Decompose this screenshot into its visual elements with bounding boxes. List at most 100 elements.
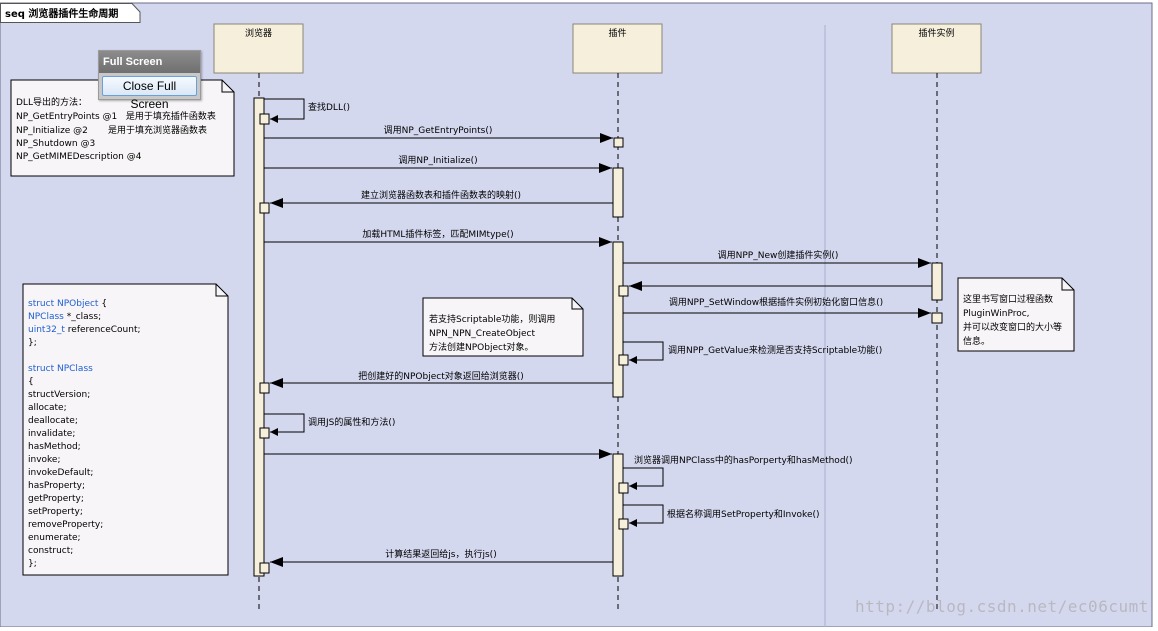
note-scriptable-line-1: NPN_NPN_CreateObject: [429, 329, 535, 339]
code-line: struct NPObject {: [28, 299, 107, 309]
activation-plugin-4a: [618, 482, 629, 494]
message-label-4: 加载HTML插件标签，匹配MIMtype(): [362, 228, 513, 240]
code-line: deallocate;: [28, 416, 78, 426]
message-arrow-13[interactable]: [623, 504, 664, 524]
note-code-shape[interactable]: [22, 283, 229, 576]
message-arrowhead-6: [629, 281, 642, 291]
message-arrowhead-5: [918, 258, 931, 268]
note-dll-line-0: DLL导出的方法：: [16, 96, 87, 108]
note-window-fold: [1061, 278, 1074, 291]
code-line: enumerate;: [28, 533, 81, 543]
note-scriptable-fold: [571, 298, 583, 310]
message-arrowhead-3: [270, 198, 283, 208]
activation-browser-ret-2: [259, 382, 270, 394]
activation-instance-1: [931, 262, 943, 301]
message-label-2: 调用NP_Initialize(): [398, 155, 477, 166]
code-line: hasProperty;: [28, 481, 85, 491]
activation-plugin-4b: [618, 518, 629, 530]
message-label-0: 查找DLL(): [308, 101, 350, 113]
activation-plugin-3b: [618, 354, 629, 366]
message-label-3: 建立浏览器函数表和插件函数表的映射(): [361, 189, 521, 201]
message-label-8: 调用NPP_GetValue来检测是否支持Scriptable功能(): [668, 344, 882, 356]
activation-browser-main: [253, 97, 265, 577]
note-scriptable-shape[interactable]: [422, 297, 584, 357]
message-arrowhead-11: [599, 449, 612, 459]
code-line: };: [28, 559, 37, 569]
message-arrowhead-8: [629, 356, 637, 364]
lifeline-head-plugin[interactable]: [572, 23, 663, 74]
note-code-fold: [215, 284, 228, 297]
message-label-9: 把创建好的NPObject对象返回给浏览器(): [358, 370, 524, 382]
activation-plugin-1: [613, 137, 624, 148]
fullscreen-popup-title: Full Screen: [99, 51, 200, 73]
code-line: construct;: [28, 546, 73, 556]
message-label-1: 调用NP_GetEntryPoints(): [384, 125, 493, 136]
note-dll[interactable]: DLL导出的方法： NP_GetEntryPoints @1 是用于填充插件函数…: [10, 79, 235, 177]
activation-plugin-2: [612, 167, 624, 218]
note-scriptable-line-2: 方法创建NPObject对象。: [429, 341, 533, 353]
note-window-line-3: 信息。: [963, 335, 990, 347]
close-fullscreen-button[interactable]: Close Full Screen: [102, 76, 197, 111]
lifeline-label-plugin: 插件: [608, 27, 626, 39]
lifeline-plugin[interactable]: 插件: [572, 23, 663, 610]
code-line: struct NPClass: [28, 364, 93, 374]
note-code-lines: struct NPObject { NPClass *_class; uint3…: [28, 299, 141, 569]
message-label-5: 调用NPP_New创建插件实例(): [718, 249, 839, 261]
activation-plugin-3a: [618, 285, 629, 297]
activation-browser-self-1: [259, 113, 270, 125]
code-line: NPClass *_class;: [28, 312, 101, 322]
message-arrowhead-10: [270, 428, 278, 436]
code-line: setProperty;: [28, 507, 83, 517]
code-line: };: [28, 338, 37, 348]
note-dll-line-3: NP_Shutdown @3: [16, 139, 95, 149]
message-arrowhead-12: [629, 482, 637, 490]
message-arrowhead-14: [270, 557, 283, 567]
lifeline-browser[interactable]: 浏览器: [213, 23, 304, 610]
note-window-line-2: 并可以改变窗口的大小等: [963, 321, 1062, 333]
lifeline-head-instance[interactable]: [891, 23, 982, 74]
note-dll-line-1: NP_GetEntryPoints @1 是用于填充插件函数表: [16, 110, 216, 122]
note-code[interactable]: struct NPObject { NPClass *_class; uint3…: [22, 283, 229, 576]
message-arrowhead-4: [599, 237, 612, 247]
activation-plugin-4: [612, 453, 624, 577]
activation-browser-self-2: [259, 427, 270, 439]
note-window[interactable]: 这里书写窗口过程函数 PluginWinProc, 并可以改变窗口的大小等 信息…: [957, 277, 1075, 352]
note-window-shape[interactable]: [957, 277, 1075, 352]
message-arrowhead-0: [270, 115, 278, 123]
note-dll-fold: [221, 80, 234, 93]
note-scriptable[interactable]: 若支持Scriptable功能，则调用 NPN_NPN_CreateObject…: [422, 297, 584, 357]
code-line: hasMethod;: [28, 442, 81, 452]
window-title: seq 浏览器插件生命周期: [5, 7, 118, 20]
message-label-7: 调用NPP_SetWindow根据插件实例初始化窗口信息(): [669, 296, 883, 308]
code-line: uint32_t referenceCount;: [28, 325, 141, 335]
code-line: getProperty;: [28, 494, 84, 504]
title-tab: [0, 3, 141, 23]
activation-plugin-3: [612, 241, 624, 398]
message-arrow-8[interactable]: [623, 341, 664, 361]
lifeline-instance[interactable]: 插件实例: [891, 23, 982, 610]
message-arrowhead-2: [599, 163, 612, 173]
message-label-14: 计算结果返回给js，执行js(): [385, 548, 496, 560]
message-arrow-12[interactable]: [623, 467, 664, 487]
activation-browser-ret-3: [259, 562, 270, 574]
message-label-10: 调用JS的属性和方法(): [308, 416, 395, 428]
message-arrow-10[interactable]: [264, 413, 305, 433]
note-window-line-1: PluginWinProc,: [963, 309, 1030, 319]
message-arrowhead-13: [629, 519, 637, 527]
activation-instance-2: [931, 312, 943, 324]
note-dll-line-4: NP_GetMIMEDescription @4: [16, 152, 142, 162]
message-label-12: 浏览器调用NPClass中的hasPorperty和hasMethod(): [634, 454, 853, 466]
note-dll-line-2: NP_Initialize @2 是用于填充浏览器函数表: [16, 124, 207, 136]
message-group: 查找DLL() 调用NP_GetEntryPoints() 调用NP_Initi…: [264, 98, 932, 567]
message-label-13: 根据名称调用SetProperty和Invoke(): [667, 508, 820, 520]
code-line: removeProperty;: [28, 520, 103, 530]
code-line: invalidate;: [28, 429, 75, 439]
message-arrowhead-7: [918, 308, 931, 318]
lifeline-label-instance: 插件实例: [918, 27, 954, 39]
code-line: structVersion;: [28, 390, 90, 400]
message-arrow-0[interactable]: [264, 98, 305, 120]
note-scriptable-line-0: 若支持Scriptable功能，则调用: [429, 313, 555, 325]
code-line: invokeDefault;: [28, 468, 93, 478]
